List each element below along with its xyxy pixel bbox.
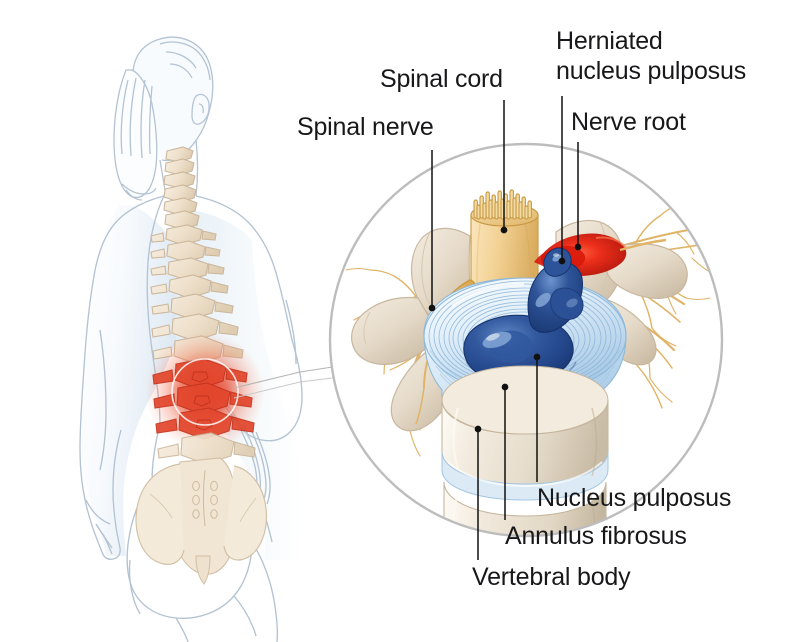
inset-contents <box>345 189 721 535</box>
label-vertebral-body: Vertebral body <box>472 563 631 591</box>
label-nucleus-pulposus: Nucleus pulposus <box>537 484 732 512</box>
label-annulus-fibrosus: Annulus fibrosus <box>505 522 687 550</box>
pain-source-circle <box>171 358 239 426</box>
vertebral-column <box>135 146 268 585</box>
inflamed-vertebrae <box>152 358 255 440</box>
cord-fiber-strands <box>473 189 532 220</box>
inset-ring-border <box>328 142 724 538</box>
label-spinal-nerve: Spinal nerve <box>297 113 434 141</box>
head-and-hair <box>113 36 214 201</box>
label-leader-lines <box>428 96 582 560</box>
label-nerve-root: Nerve root <box>571 108 686 136</box>
female-back-figure <box>79 36 305 642</box>
magnified-vertebra-inset <box>328 142 724 538</box>
inflamed-vertebra-detail <box>191 371 213 431</box>
label-spinal-cord: Spinal cord <box>380 65 503 93</box>
label-herniated-nucleus-pulposus: Herniated nucleus pulposus <box>556 27 746 85</box>
pelvis-and-sacrum <box>135 457 268 585</box>
